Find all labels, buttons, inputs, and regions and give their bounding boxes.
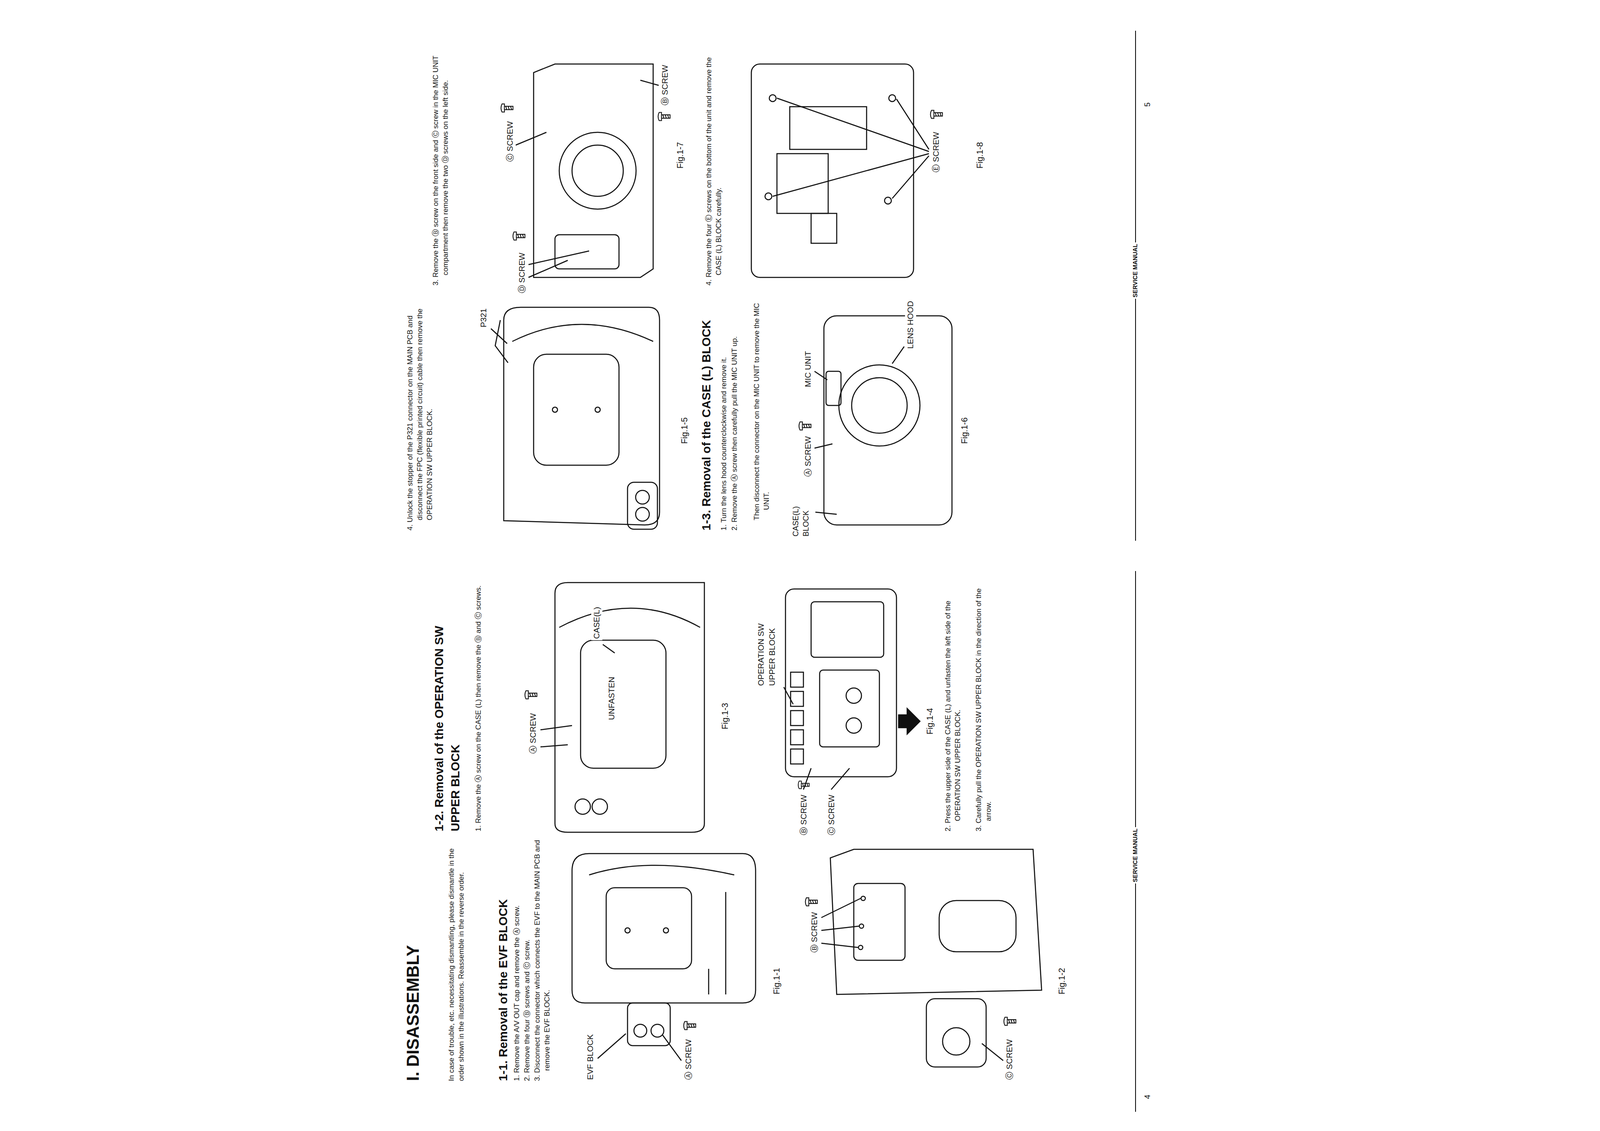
figure-caption: Fig.1-3 [719,703,731,730]
callout-label: EVF BLOCK [584,1033,596,1082]
step-text: 2. Remove the Ⓐ screw then carefully pul… [729,295,740,531]
step-text: 3. Remove the Ⓑ screw on the front side … [431,36,451,286]
section-heading: 1-3. Removal of the CASE (L) BLOCK [698,300,715,531]
step-text: Then disconnect the connector on the MIC… [752,295,772,521]
callout-label: Ⓐ SCREW [802,435,814,479]
step-text: 3. Carefully pull the OPERATION SW UPPER… [974,582,994,832]
footer-text: SERVICE MANUAL [1131,827,1140,884]
callout-label: Ⓒ SCREW [1004,1038,1016,1082]
step-text: 3. Disconnect the connector which connec… [532,832,553,1082]
camcorder-evf-view [805,849,1042,1068]
step-text: 1. Turn the lens hood counterclockwise a… [719,295,730,531]
page-number: 5 [1142,102,1153,107]
step-text: 2. Remove the four Ⓑ screws and Ⓒ screw. [522,832,533,1082]
camcorder-p321-view [490,307,660,530]
figure-caption: Fig.1-7 [674,142,687,169]
step-text: 2. Press the upper side of the CASE (L) … [943,582,964,832]
callout-label: MIC UNIT [802,350,814,389]
page-number: 4 [1142,1094,1153,1100]
step-text: 1. Remove the A/V OUT cap and remove the… [512,832,523,1082]
page-title: I. DISASSEMBLY [401,945,425,1082]
section-heading: 1-1. Removal of the EVF BLOCK [495,842,512,1082]
callout-label: UNFASTEN [606,675,618,722]
operation-sw-block [783,589,920,790]
camcorder-bottom-view [751,64,943,278]
section-heading: 1-2. Removal of the OPERATION SW UPPER B… [431,592,464,832]
figure-caption: Fig.1-8 [974,142,986,169]
callout-label: P321 [478,307,490,329]
step-text: 4. Unlock the stopper of the P321 connec… [405,295,436,531]
figure-caption: Fig.1-6 [958,417,971,444]
callout-label: Ⓑ SCREW [798,793,810,837]
figure-caption: Fig.1-4 [924,708,936,735]
callout-label: OPERATION SW UPPER BLOCK [755,612,778,688]
figure-caption: Fig.1-2 [1056,968,1068,995]
callout-label: CASE(L) BLOCK [790,488,812,538]
camcorder-case-left [525,582,705,833]
camcorder-left-side [501,64,671,278]
step-text: 4. Remove the four Ⓔ screws on the botto… [704,36,725,286]
callout-label: LENS HOOD [905,299,917,351]
figure-caption: Fig.1-5 [678,417,691,444]
figure-caption: Fig.1-1 [770,968,783,995]
step-text: 1. Remove the Ⓐ screw on the CASE (L) th… [473,582,484,832]
callout-label: Ⓒ SCREW [826,793,838,837]
callout-label: Ⓑ SCREW [808,910,821,955]
callout-label: Ⓒ SCREW [504,119,516,164]
callout-label: Ⓐ SCREW [527,712,539,756]
intro-text: In case of trouble, etc. necessitating d… [446,846,467,1082]
footer-text: SERVICE MANUAL [1131,242,1140,299]
callout-label: Ⓐ SCREW [683,1038,695,1082]
callout-label: Ⓓ SCREW [516,251,528,295]
callout-label: Ⓔ SCREW [930,130,942,174]
camcorder-side-view [572,853,756,1061]
camcorder-front-view [799,315,952,526]
callout-label: Ⓑ SCREW [659,63,671,107]
callout-label: CASE(L) [591,605,603,641]
footer-rule [1135,30,1136,1113]
